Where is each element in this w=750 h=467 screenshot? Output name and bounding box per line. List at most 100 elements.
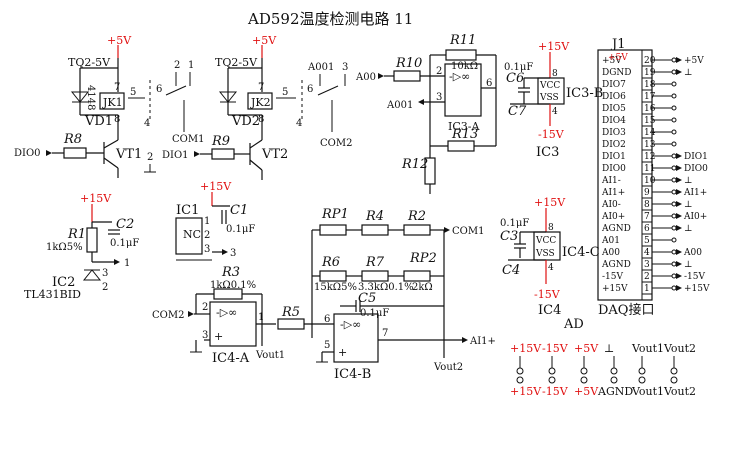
relay2-sw-label-3: 3 <box>342 62 348 73</box>
ic3-power-section: +15V 0.1μF C6 VCC VSS 8 4 IC3-B C7 -15V … <box>504 40 603 160</box>
daq-connector-body <box>597 49 653 301</box>
daq-pin-terminal <box>671 105 677 111</box>
vout2-label: Vout2 <box>433 362 463 373</box>
daq-pin-terminal <box>671 93 677 99</box>
ic1-nc: NC <box>183 228 201 241</box>
r10-label: R10 <box>395 56 422 71</box>
connector-terminal-top <box>516 367 524 375</box>
relay1-supply-label: +5V <box>107 34 132 47</box>
ic3a-opamp-symbol: -▷∞ <box>449 70 470 83</box>
r13-label: R13 <box>451 127 478 142</box>
ic4c-power-box <box>533 231 561 261</box>
ref-pin2: 2 <box>102 282 108 293</box>
relay2-coil <box>247 92 273 110</box>
rp2-value: 2kΩ <box>412 282 433 293</box>
daq-pin-number: 16 <box>644 104 656 114</box>
ic3a-body <box>444 63 482 117</box>
daq-pin-arrow-icon <box>676 165 682 171</box>
daq-pin-terminal <box>671 141 677 147</box>
relay2-pin6: 6 <box>307 84 313 95</box>
relay1-diode-icon <box>70 91 90 103</box>
daq-pin-terminal <box>671 165 677 171</box>
dio1-label: DIO1 <box>162 150 189 161</box>
daq-pin-terminal <box>671 81 677 87</box>
daq-pin-signal: DIO1 <box>684 152 708 162</box>
connector-terminal-bottom <box>638 376 646 384</box>
daq-pin-number: 3 <box>644 260 650 270</box>
daq-pin-signal: +15V <box>684 284 710 294</box>
r7-label: R7 <box>365 255 385 270</box>
daq-pin-name: AI0+ <box>601 212 625 222</box>
daq-pin-arrow-icon <box>676 285 682 291</box>
connector-terminal-top <box>670 367 678 375</box>
ic3-label: IC3 <box>536 145 559 160</box>
relay2-supply-label: +5V <box>252 34 277 47</box>
relay1-sw-label-1: 1 <box>188 60 194 71</box>
relay1-jk-label: JK1 <box>102 96 123 109</box>
amp-chain-section: RP1 R4 R2 COM1 R6 R7 RP2 15kΩ5% 3.3kΩ0.1… <box>152 207 496 382</box>
ic4a-opamp-symbol: -▷∞ <box>216 306 237 319</box>
daq-pin-name: AGND <box>601 224 631 234</box>
daq-pin-signal: ⊥ <box>684 200 692 210</box>
connector-top-label: Vout2 <box>663 342 696 355</box>
rp1-label: RP1 <box>321 207 349 222</box>
daq-pin-terminal <box>671 213 677 219</box>
daq-pin-arrow-icon <box>676 57 682 63</box>
connector-terminal-top <box>638 367 646 375</box>
connector-top-label: Vout1 <box>631 342 664 355</box>
daq-pin-arrow-icon <box>676 153 682 159</box>
daq-pin-arrow-icon <box>676 177 682 183</box>
daq-pin-arrow-icon <box>676 69 682 75</box>
a00-arrow-icon <box>378 73 384 79</box>
ic4c-vcc: VCC <box>535 236 556 246</box>
connector-terminal-top <box>548 367 556 375</box>
ic4c-pin8: 8 <box>548 223 554 233</box>
ic1-section: +15V IC1 NC 1 2 3 C1 0.1μF 3 <box>175 180 255 261</box>
daq-pin-number: 7 <box>644 212 650 222</box>
connector-bottom-label: -15V <box>542 385 569 398</box>
ic4c-plus15-label: +15V <box>534 196 566 209</box>
vout1-label: Vout1 <box>255 350 285 361</box>
daq-pin-terminal <box>671 69 677 75</box>
c4-label: C4 <box>502 263 520 278</box>
a001-label: A001 <box>386 100 413 111</box>
ic1-pin1: 1 <box>204 216 210 227</box>
daq-pin-number: 20 <box>644 56 656 66</box>
ref-out-arrow-icon <box>114 259 120 265</box>
a001-arrow-icon <box>418 99 424 105</box>
r2-label: R2 <box>407 209 426 224</box>
r1-label: R1 <box>67 227 86 242</box>
daq-pin-number: 10 <box>644 176 656 186</box>
daq-pin-number: 12 <box>644 152 655 162</box>
daq-pin-signal: ⊥ <box>684 260 692 270</box>
connector-bottom-label: +5V <box>574 385 599 398</box>
daq-pin-terminal <box>671 201 677 207</box>
daq-pin-name: AI1- <box>601 176 621 186</box>
daq-pin-name: DIO3 <box>602 128 626 138</box>
r4-resistor <box>361 224 389 236</box>
daq-plus5-marker: +5V <box>608 53 628 63</box>
daq-pin-number: 18 <box>644 80 656 90</box>
r1-value: 1kΩ5% <box>46 242 83 253</box>
c6-label: C6 <box>506 71 524 86</box>
daq-pin-name: AI1+ <box>601 188 625 198</box>
daq-pin-name: DGND <box>602 68 632 78</box>
c3-label: C3 <box>500 229 518 244</box>
vt1-pin2: 2 <box>147 152 153 163</box>
daq-pin-terminal <box>671 237 677 243</box>
connector-top-label: ⊥ <box>604 342 614 355</box>
ai1-arrow-icon <box>462 337 468 343</box>
daq-pin-name: DIO0 <box>602 164 626 174</box>
connector-top-label: -15V <box>542 342 569 355</box>
ic4c-vss: VSS <box>535 249 555 259</box>
r6-resistor <box>319 270 347 282</box>
daq-pin-terminal <box>671 225 677 231</box>
daq-pin-arrow-icon <box>676 189 682 195</box>
daq-pin-signal: -15V <box>684 272 705 282</box>
relay2-com-label: COM2 <box>320 138 352 149</box>
ic4-label: IC4 <box>538 303 561 318</box>
relay1-sw-label-2: 2 <box>174 60 180 71</box>
relay1-coil <box>99 92 125 110</box>
relay2-pin8: 8 <box>258 114 264 125</box>
daq-pin-terminal <box>671 249 677 255</box>
